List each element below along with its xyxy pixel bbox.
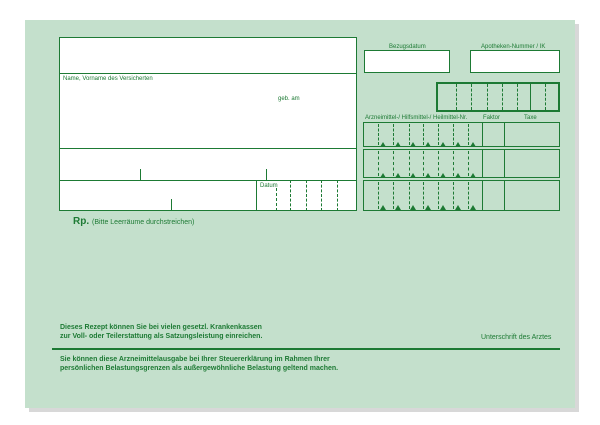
insurance-header-field[interactable] xyxy=(59,37,357,74)
digit-marker xyxy=(380,205,386,210)
digit-separator xyxy=(409,151,410,176)
tick-mark xyxy=(266,169,267,181)
digit-separator xyxy=(409,124,410,145)
pharmacy-code-field[interactable] xyxy=(436,82,560,112)
prescription-form: Name, Vorname des Versicherten geb. am D… xyxy=(25,20,575,408)
insurance-number-field[interactable] xyxy=(59,148,357,181)
digit-marker xyxy=(410,142,416,147)
date-separator xyxy=(321,180,322,211)
faktor-label: Faktor xyxy=(483,115,501,121)
footer-line-2: persönlichen Belastungsgrenzen als außer… xyxy=(60,365,339,372)
birthdate-label: geb. am xyxy=(278,96,300,102)
bezugsdatum-field[interactable] xyxy=(364,50,450,73)
digit-separator xyxy=(378,182,379,209)
digit-marker xyxy=(470,142,476,147)
notice-line-2: zur Voll- oder Teilerstattung als Satzun… xyxy=(60,333,263,340)
digit-separator xyxy=(393,151,394,176)
signature-label: Unterschrift des Arztes xyxy=(481,334,552,341)
code-separator xyxy=(502,84,503,110)
digit-marker xyxy=(425,205,431,210)
doctor-number-field[interactable] xyxy=(59,180,357,211)
code-separator xyxy=(545,84,546,110)
rp-hint: (Bitte Leerräume durchstreichen) xyxy=(92,219,195,226)
digit-marker xyxy=(425,142,431,147)
code-separator xyxy=(471,84,472,110)
digit-separator xyxy=(468,151,469,176)
digit-marker xyxy=(410,173,416,178)
digit-marker xyxy=(395,173,401,178)
code-separator xyxy=(456,84,457,110)
taxe-label: Taxe xyxy=(524,115,537,121)
date-separator xyxy=(306,180,307,211)
digit-marker xyxy=(380,142,386,147)
digit-separator xyxy=(438,151,439,176)
apotheken-nummer-field[interactable] xyxy=(470,50,560,73)
apotheken-label: Apotheken-Nummer / IK xyxy=(481,44,546,50)
digit-marker xyxy=(440,173,446,178)
digit-marker xyxy=(470,205,476,210)
tick-mark xyxy=(140,169,141,181)
datum-label: Datum xyxy=(260,183,278,189)
code-separator xyxy=(517,84,518,110)
digit-marker xyxy=(425,173,431,178)
rp-label: Rp. xyxy=(73,216,90,227)
patient-name-field[interactable] xyxy=(59,73,357,149)
digit-marker xyxy=(395,142,401,147)
digit-separator xyxy=(453,151,454,176)
date-separator xyxy=(276,188,277,211)
digit-separator xyxy=(393,182,394,209)
digit-separator xyxy=(438,124,439,145)
digit-separator xyxy=(453,124,454,145)
tick-mark xyxy=(171,199,172,211)
digit-separator xyxy=(468,124,469,145)
taxe-divider xyxy=(504,180,505,211)
digit-separator xyxy=(438,182,439,209)
footer-divider xyxy=(52,348,560,350)
faktor-divider xyxy=(482,149,483,178)
digit-marker xyxy=(440,142,446,147)
digit-marker xyxy=(440,205,446,210)
digit-separator xyxy=(453,182,454,209)
notice-line-1: Dieses Rezept können Sie bei vielen gese… xyxy=(60,324,262,331)
digit-marker xyxy=(395,205,401,210)
faktor-divider xyxy=(482,122,483,147)
digit-separator xyxy=(409,182,410,209)
taxe-divider xyxy=(504,149,505,178)
digit-marker xyxy=(470,173,476,178)
date-separator xyxy=(337,180,338,211)
patient-name-label: Name, Vorname des Versicherten xyxy=(63,76,153,82)
datum-divider xyxy=(256,180,257,211)
digit-marker xyxy=(455,173,461,178)
arzneimittel-label: Arzneimittel-/ Hilfsmittel-/ Heilmittel-… xyxy=(365,115,468,121)
digit-marker xyxy=(455,205,461,210)
date-separator xyxy=(290,180,291,211)
digit-separator xyxy=(468,182,469,209)
digit-separator xyxy=(378,151,379,176)
digit-separator xyxy=(423,124,424,145)
digit-marker xyxy=(410,205,416,210)
taxe-divider xyxy=(504,122,505,147)
code-separator xyxy=(487,84,488,110)
digit-marker xyxy=(380,173,386,178)
digit-separator xyxy=(423,182,424,209)
footer-line-1: Sie können diese Arzneimittelausgabe bei… xyxy=(60,356,330,363)
digit-separator xyxy=(393,124,394,145)
code-separator xyxy=(530,82,531,112)
digit-separator xyxy=(378,124,379,145)
bezugsdatum-label: Bezugsdatum xyxy=(389,44,426,50)
faktor-divider xyxy=(482,180,483,211)
digit-marker xyxy=(455,142,461,147)
digit-separator xyxy=(423,151,424,176)
